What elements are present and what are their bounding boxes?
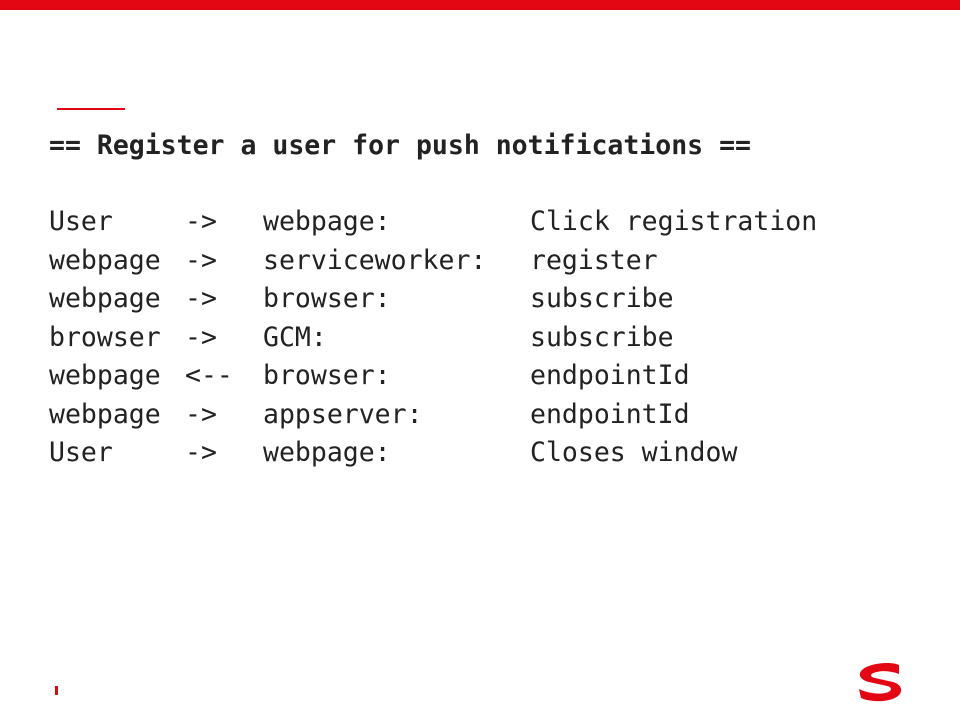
sequence-from: browser bbox=[49, 321, 161, 353]
sequence-to: appserver: bbox=[263, 398, 423, 430]
sequence-to: webpage: bbox=[263, 206, 391, 237]
sequence-row: webpage <-- browser: endpointId bbox=[49, 357, 817, 396]
sequence-from: webpage bbox=[49, 360, 161, 391]
sequence-arrow: <-- bbox=[185, 360, 233, 391]
sequence-message: endpointId bbox=[530, 398, 690, 430]
sequence-arrow: -> bbox=[185, 206, 217, 237]
sequence-to: browser: bbox=[263, 360, 391, 391]
sequence-arrow: -> bbox=[185, 321, 217, 353]
sequence-to: webpage: bbox=[263, 437, 391, 468]
sequence-row: webpage -> browser: subscribe bbox=[49, 280, 817, 319]
sequence-from: webpage bbox=[49, 244, 161, 276]
sequence-message: endpointId bbox=[530, 360, 690, 391]
sequence-from: User bbox=[49, 206, 113, 237]
title-accent-line bbox=[57, 108, 125, 110]
sequence-row: browser -> GCM: subscribe bbox=[49, 319, 817, 358]
sequence-message: subscribe bbox=[530, 283, 674, 314]
footer-accent-tick bbox=[55, 686, 58, 695]
sequence-from: webpage bbox=[49, 398, 161, 430]
sequence-arrow: -> bbox=[185, 398, 217, 430]
top-accent-bar bbox=[0, 0, 960, 10]
sequence-to: GCM: bbox=[263, 321, 327, 353]
sequence-to: serviceworker: bbox=[263, 244, 487, 276]
red-s-logo-icon bbox=[859, 662, 902, 702]
sequence-to: browser: bbox=[263, 283, 391, 314]
sequence-listing: User -> webpage: Click registration webp… bbox=[49, 203, 817, 473]
sequence-message: subscribe bbox=[530, 321, 674, 353]
sequence-message: Closes window bbox=[530, 437, 738, 468]
sequence-message: register bbox=[530, 244, 658, 276]
sequence-row: User -> webpage: Click registration bbox=[49, 203, 817, 242]
sequence-row: User -> webpage: Closes window bbox=[49, 434, 817, 473]
sequence-arrow: -> bbox=[185, 437, 217, 468]
sequence-from: webpage bbox=[49, 283, 161, 314]
sequence-message: Click registration bbox=[530, 206, 818, 237]
sequence-arrow: -> bbox=[185, 244, 217, 276]
sequence-arrow: -> bbox=[185, 283, 217, 314]
sequence-from: User bbox=[49, 437, 113, 468]
sequence-row: webpage -> serviceworker: register bbox=[49, 242, 817, 281]
sequence-row: webpage -> appserver: endpointId bbox=[49, 396, 817, 435]
slide-title: == Register a user for push notification… bbox=[49, 130, 751, 161]
